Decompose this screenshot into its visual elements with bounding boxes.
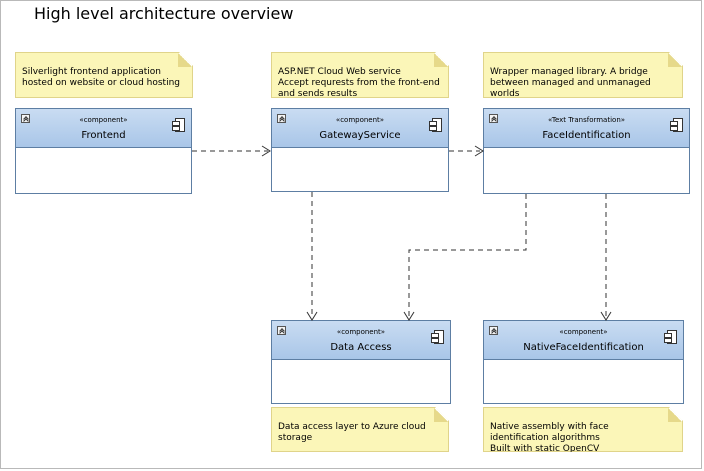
note-gateway[interactable]: ASP.NET Cloud Web service Accept requres… [271, 52, 449, 98]
collapse-icon[interactable] [277, 114, 286, 123]
component-frontend[interactable]: «component» Frontend [15, 108, 192, 194]
component-header: «component» GatewayService [272, 109, 448, 148]
arrowhead [600, 311, 612, 321]
note-native[interactable]: Native assembly with face identification… [483, 407, 683, 452]
component-faceidentification[interactable]: «Text Transformation» FaceIdentification [483, 108, 690, 194]
component-gatewayservice[interactable]: «component» GatewayService [271, 108, 449, 192]
connector-faceidentification-data-access[interactable] [408, 194, 527, 316]
component-icon [670, 118, 683, 132]
component-name: FaceIdentification [542, 130, 631, 141]
collapse-icon[interactable] [277, 326, 286, 335]
component-stereotype: «component» [335, 116, 385, 124]
diagram-title: High level architecture overview [34, 4, 294, 23]
collapse-icon[interactable] [489, 114, 498, 123]
component-header: «Text Transformation» FaceIdentification [484, 109, 689, 148]
component-name: GatewayService [319, 130, 401, 141]
note-faceidentification[interactable]: Wrapper managed library. A bridge betwee… [483, 52, 683, 98]
arrowhead [261, 145, 271, 157]
component-header: «component» Data Access [272, 321, 450, 360]
component-stereotype: «Text Transformation» [547, 116, 626, 124]
note-faceidentification-text: Wrapper managed library. A bridge betwee… [490, 67, 651, 99]
component-name: NativeFaceIdentification [523, 342, 644, 353]
component-data-access[interactable]: «component» Data Access [271, 320, 451, 404]
component-icon [172, 118, 185, 132]
component-name: Data Access [330, 342, 392, 353]
component-icon [431, 330, 444, 344]
collapse-icon[interactable] [21, 114, 30, 123]
component-header: «component» NativeFaceIdentification [484, 321, 683, 360]
component-nativefaceidentification[interactable]: «component» NativeFaceIdentification [483, 320, 684, 404]
component-stereotype: «component» [336, 328, 386, 336]
collapse-icon[interactable] [489, 326, 498, 335]
arrowhead [474, 145, 484, 157]
component-stereotype: «component» [79, 116, 128, 124]
note-data-access-text: Data access layer to Azure cloud storage [278, 422, 426, 443]
note-frontend-text: Silverlight frontend application hosted … [22, 67, 180, 88]
component-stereotype: «component» [559, 328, 608, 336]
arrowhead [403, 311, 415, 321]
note-native-text: Native assembly with face identification… [490, 422, 609, 454]
component-name: Frontend [81, 130, 126, 141]
component-icon [664, 330, 677, 344]
component-icon [429, 118, 442, 132]
component-header: «component» Frontend [16, 109, 191, 148]
arrowhead [306, 311, 318, 321]
note-gateway-text: ASP.NET Cloud Web service Accept requres… [278, 67, 440, 99]
